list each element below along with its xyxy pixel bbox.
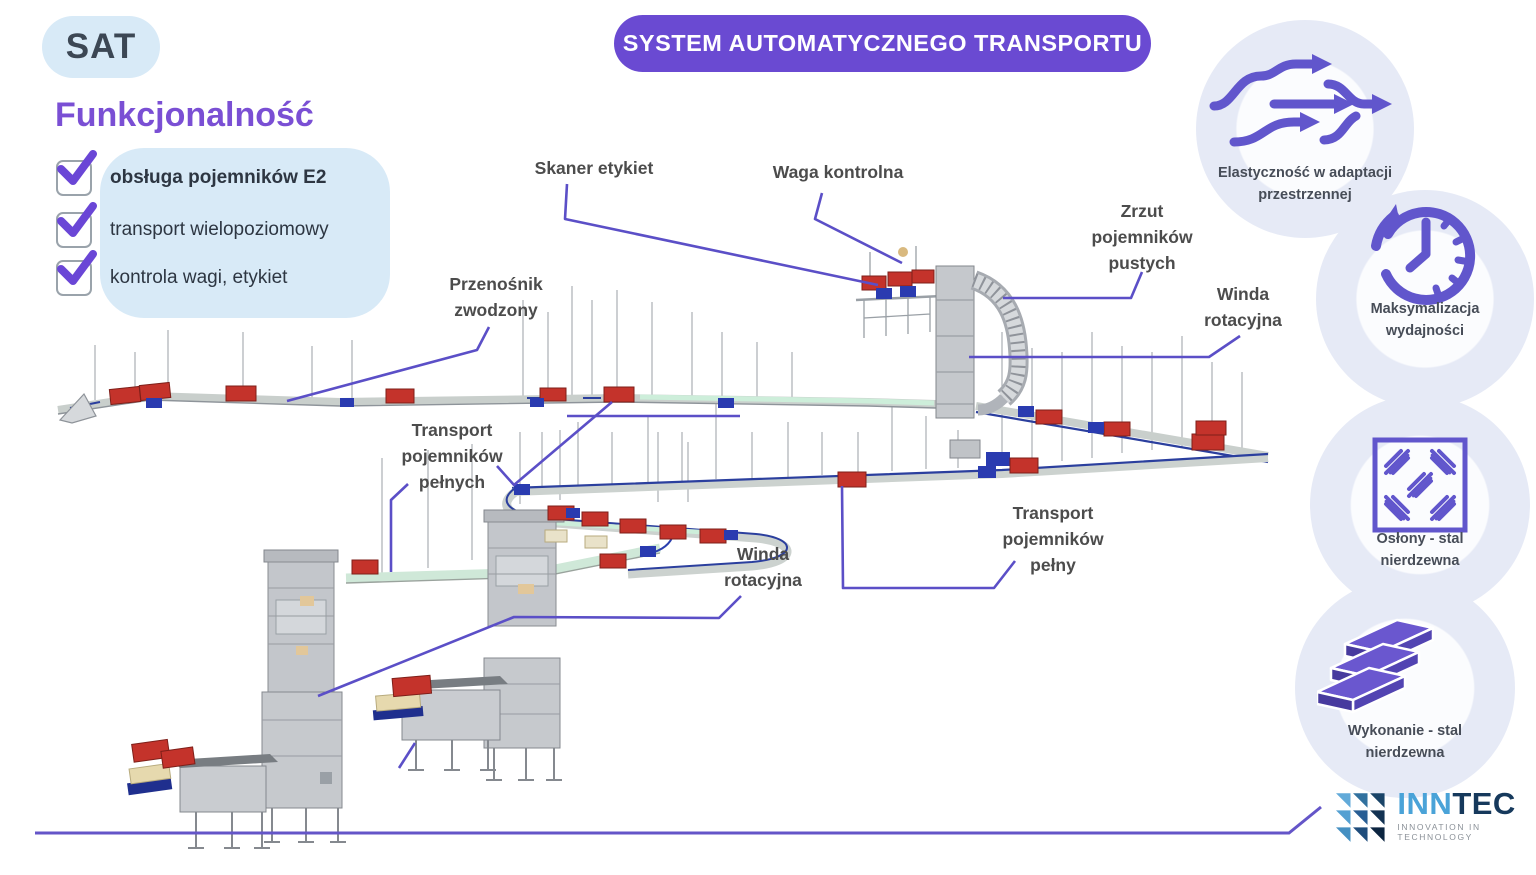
company-logo: INNTEC INNOVATION IN TECHNOLOGY (1336, 786, 1536, 847)
inntec-logo-mark-icon (1336, 793, 1385, 842)
title-pill: SYSTEM AUTOMATYCZNEGO TRANSPORTU (614, 15, 1151, 72)
weigh-station (855, 246, 943, 338)
checker-plate-icon (1372, 437, 1468, 533)
product-abbreviation-badge: SAT (42, 16, 160, 78)
callout-waga-kontrolna: Waga kontrolna (772, 162, 904, 182)
brand-tagline: INNOVATION IN TECHNOLOGY (1397, 822, 1481, 842)
functionality-panel (100, 148, 390, 318)
flow-arrows-icon (1209, 54, 1392, 147)
rotary-lift-tower (935, 265, 1029, 466)
left-elevator-tower (127, 549, 346, 849)
functionality-heading: Funkcjonalność (55, 96, 314, 134)
callout-skaner-etykiet: Skaner etykiet (534, 158, 654, 178)
benefit-label: Wykonanie - stal nierdzewna (1347, 723, 1463, 761)
benefit-stainless: Wykonanie - stal nierdzewna (1295, 578, 1515, 798)
clock-efficiency-icon (1371, 204, 1476, 305)
callout-transport-pelnych: Transport pojemników pełnych (401, 420, 503, 492)
callout-winda-rotacyjna-right: Winda rotacyjna (1204, 284, 1282, 330)
benefit-efficiency: Maksymalizacja wydajności (1316, 190, 1534, 408)
checklist-item: kontrola wagi, etykiet (56, 250, 288, 296)
checkbox-checked-icon (56, 150, 97, 196)
logo-text: INNTEC INNOVATION IN TECHNOLOGY (1397, 786, 1536, 842)
checkbox-checked-icon (56, 250, 97, 296)
benefit-label: Maksymalizacja wydajności (1370, 301, 1480, 339)
leader-lines (286, 183, 1241, 769)
containers-and-drives (108, 381, 1227, 575)
callout-transport-pelny: Transport pojemników pełny (1002, 503, 1104, 575)
checklist-item: obsługa pojemników E2 (56, 150, 327, 196)
slide-title: SYSTEM AUTOMATYCZNEGO TRANSPORTU (622, 30, 1143, 56)
callout-zrzut-pojemnikow: Zrzut pojemników pustych (1091, 201, 1193, 273)
steel-sheets-icon (1317, 618, 1435, 714)
center-elevator-tower (372, 509, 565, 781)
checklist-item-label: kontrola wagi, etykiet (110, 267, 288, 288)
product-abbreviation: SAT (65, 27, 137, 66)
bottom-rule (35, 805, 1322, 835)
benefit-label: Osłony - stal nierdzewna (1376, 531, 1464, 569)
callout-winda-rotacyjna-center: Winda rotacyjna (724, 544, 802, 590)
callout-przenosnik-zwodzony: Przenośnik zwodzony (449, 274, 543, 320)
checklist-item: transport wielopoziomowy (56, 202, 329, 248)
drive-motors (146, 398, 1104, 557)
benefit-label: Elastyczność w adaptacji przestrzennej (1217, 165, 1393, 203)
checklist-item-label: obsługa pojemników E2 (110, 167, 327, 188)
checkbox-checked-icon (56, 202, 97, 248)
brand-name: INNTEC (1397, 786, 1516, 821)
checklist-item-label: transport wielopoziomowy (110, 219, 329, 240)
